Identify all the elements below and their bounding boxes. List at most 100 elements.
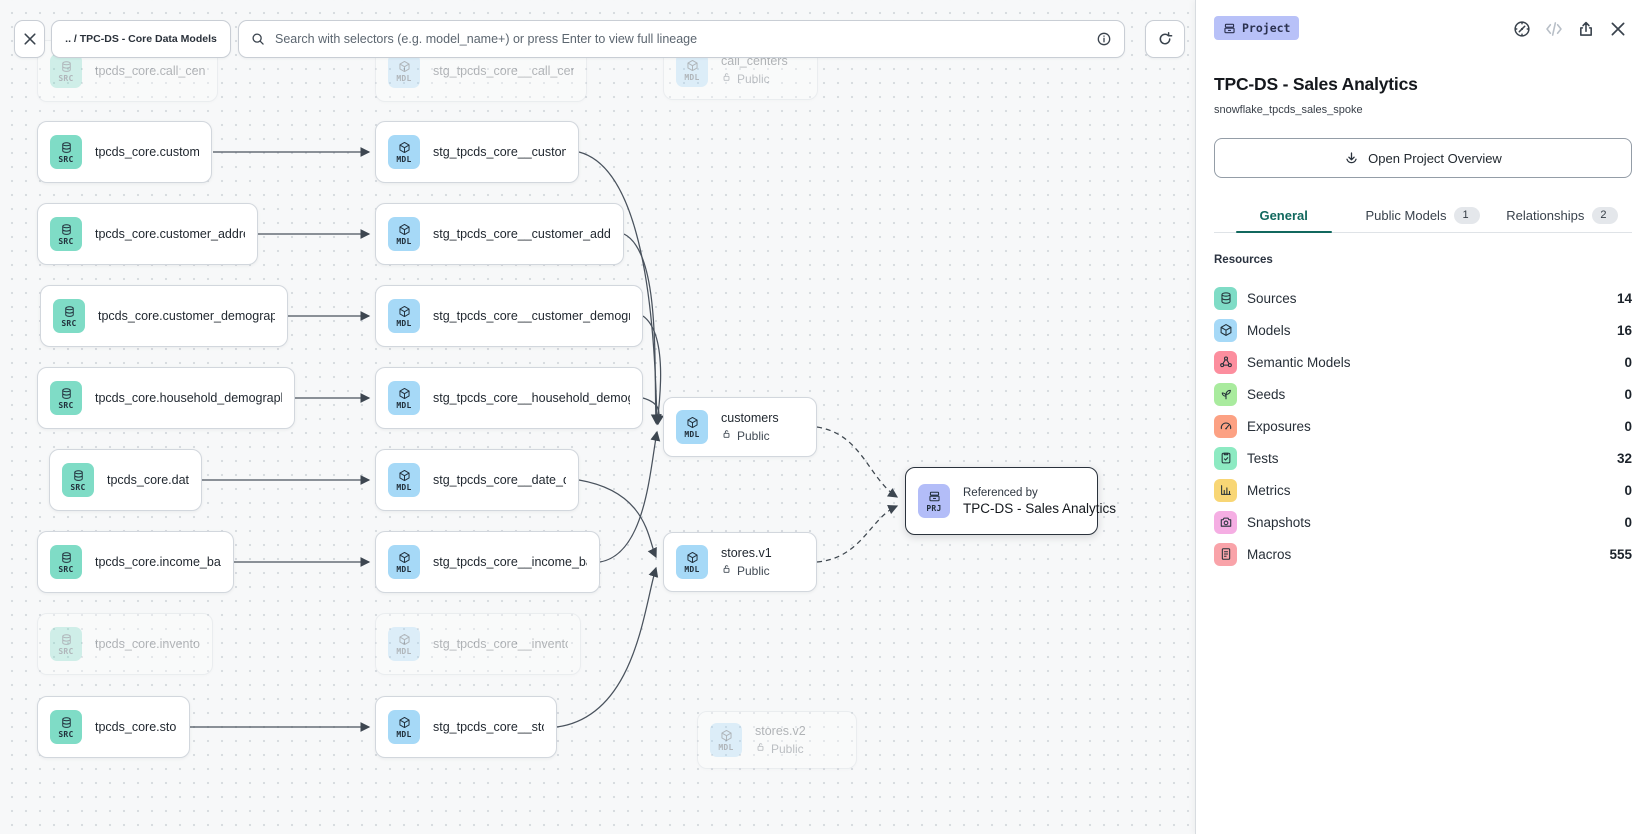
source-badge: SRC (50, 54, 82, 88)
resource-count: 14 (1616, 290, 1632, 306)
lineage-node[interactable]: MDL stg_tpcds_core__customer (375, 121, 579, 183)
source-badge: SRC (50, 135, 82, 169)
resource-row-tests[interactable]: Tests 32 (1214, 442, 1632, 474)
bar-chart-icon (1214, 478, 1237, 502)
resource-label: Exposures (1247, 418, 1311, 434)
lineage-node[interactable]: SRC tpcds_core.household_demographics (37, 367, 295, 429)
gauge-icon (1214, 414, 1237, 438)
lineage-node[interactable]: MDL stg_tpcds_core__household_demogr… (375, 367, 643, 429)
database-icon (72, 469, 85, 482)
database-icon (60, 141, 73, 154)
source-badge: SRC (50, 710, 82, 744)
search-icon (251, 32, 265, 46)
model-badge: MDL (710, 723, 742, 757)
resource-row-seeds[interactable]: Seeds 0 (1214, 378, 1632, 410)
node-text: stg_tpcds_core__income_band (433, 555, 587, 569)
cube-icon (686, 551, 699, 564)
cube-icon (398, 305, 411, 318)
file-icon (1214, 542, 1237, 566)
explore-compass-icon[interactable] (1513, 20, 1531, 38)
close-panel-icon[interactable] (1609, 20, 1627, 38)
resource-row-models[interactable]: Models 16 (1214, 314, 1632, 346)
search-input[interactable] (273, 31, 1088, 47)
tab-general[interactable]: General (1214, 198, 1353, 232)
node-label: tpcds_core.date_dim (107, 473, 189, 487)
lineage-node[interactable]: SRC tpcds_core.customer_demographics (40, 285, 288, 347)
node-text: customers Public (721, 411, 779, 443)
open-project-overview-label: Open Project Overview (1368, 150, 1502, 166)
lineage-node[interactable]: SRC tpcds_core.date_dim (49, 449, 202, 511)
node-label: TPC-DS - Sales Analytics (963, 500, 1117, 516)
lineage-canvas[interactable]: SRC tpcds_core.call_center MDL stg_tpcds… (0, 0, 1195, 834)
lineage-node[interactable]: MDL call_centers Public (663, 40, 818, 100)
node-label: tpcds_core.call_center (95, 64, 205, 78)
resource-row-sources[interactable]: Sources 14 (1214, 282, 1632, 314)
cube-icon (398, 141, 411, 154)
cube-icon (398, 387, 411, 400)
lineage-node[interactable]: PRJ Referenced by TPC-DS - Sales Analyti… (905, 467, 1117, 535)
project-subtitle: snowflake_tpcds_sales_spoke (1214, 104, 1363, 116)
resource-row-exposures[interactable]: Exposures 0 (1214, 410, 1632, 442)
lineage-node[interactable]: SRC tpcds_core.income_band (37, 531, 234, 593)
share-icon[interactable] (1577, 20, 1595, 38)
resource-count: 0 (1624, 386, 1632, 402)
lineage-node[interactable]: MDL stg_tpcds_core__date_dim (375, 449, 579, 511)
database-icon (60, 633, 73, 646)
breadcrumb[interactable]: .. / TPC-DS - Core Data Models (51, 20, 231, 58)
lineage-node[interactable]: SRC tpcds_core.customer_address (37, 203, 258, 265)
node-label: tpcds_core.customer_demographics (98, 309, 275, 323)
resource-row-metrics[interactable]: Metrics 0 (1214, 474, 1632, 506)
badge-label: MDL (396, 564, 412, 574)
resource-row-snapshots[interactable]: Snapshots 0 (1214, 506, 1632, 538)
lineage-node[interactable]: SRC tpcds_core.store (37, 696, 190, 758)
cube-icon (720, 729, 733, 742)
lineage-node[interactable]: MDL stores.v2 Public (697, 711, 857, 769)
node-text: tpcds_core.date_dim (107, 473, 189, 487)
lineage-node[interactable]: SRC tpcds_core.inventory (37, 613, 213, 675)
node-text: tpcds_core.call_center (95, 64, 205, 78)
database-icon (60, 716, 73, 729)
lineage-node[interactable]: MDL stores.v1 Public (663, 532, 817, 592)
resource-count: 32 (1616, 450, 1632, 466)
node-text: tpcds_core.store (95, 720, 177, 734)
lineage-node[interactable]: MDL customers Public (663, 397, 817, 457)
model-badge: MDL (388, 54, 420, 88)
node-access-label: Public (771, 741, 804, 756)
badge-label: SRC (58, 564, 74, 574)
info-icon[interactable] (1096, 31, 1112, 47)
badge-label: PRJ (926, 503, 942, 513)
tab-count-badge: 2 (1592, 206, 1619, 224)
badge-label: MDL (396, 73, 412, 83)
lineage-node[interactable]: SRC tpcds_core.customer (37, 121, 212, 183)
resource-row-semantic-models[interactable]: Semantic Models 0 (1214, 346, 1632, 378)
refresh-button[interactable] (1145, 20, 1185, 58)
node-label: stg_tpcds_core__customer_address (433, 227, 611, 241)
resource-row-macros[interactable]: Macros 555 (1214, 538, 1632, 570)
tab-relationships[interactable]: Relationships 2 (1493, 198, 1632, 232)
node-text: stg_tpcds_core__customer (433, 145, 566, 159)
lineage-node[interactable]: MDL stg_tpcds_core__customer_demogra… (375, 285, 643, 347)
lineage-node[interactable]: MDL stg_tpcds_core__customer_address (375, 203, 624, 265)
lineage-node[interactable]: MDL stg_tpcds_core__income_band (375, 531, 600, 593)
node-text: stg_tpcds_core__customer_demogra… (433, 309, 630, 323)
node-access-label: Public (737, 428, 770, 443)
lineage-node[interactable]: MDL stg_tpcds_core__store (375, 696, 557, 758)
tab-label: Relationships (1506, 207, 1585, 223)
node-text: tpcds_core.customer (95, 145, 199, 159)
lineage-node[interactable]: MDL stg_tpcds_core__inventory (375, 613, 581, 675)
node-text: stores.v1 Public (721, 546, 772, 578)
open-project-overview-button[interactable]: Open Project Overview (1214, 138, 1632, 178)
project-icon (1224, 23, 1235, 33)
code-icon[interactable] (1545, 20, 1563, 38)
node-access-label: Public (737, 563, 770, 578)
resource-type-badge: Project (1214, 16, 1300, 40)
badge-label: MDL (684, 564, 700, 574)
cube-icon (398, 716, 411, 729)
close-lineage-button[interactable] (14, 20, 45, 58)
node-label: stg_tpcds_core__household_demogr… (433, 391, 630, 405)
badge-label: MDL (396, 646, 412, 656)
node-label: stg_tpcds_core__inventory (433, 637, 568, 651)
database-icon (60, 551, 73, 564)
database-icon (63, 305, 76, 318)
